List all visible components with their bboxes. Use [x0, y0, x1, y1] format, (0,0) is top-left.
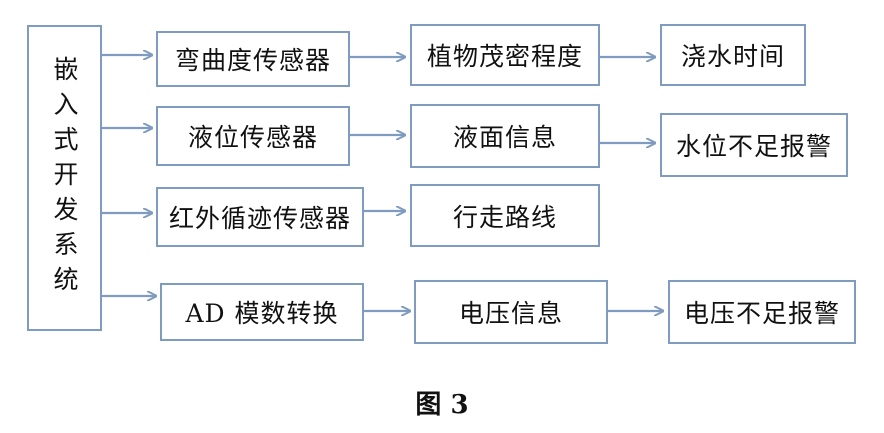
figure-caption: 图 3: [415, 390, 469, 420]
node-walking-route: 行走路线: [410, 184, 600, 247]
node-water-alarm: 水位不足报警: [660, 113, 848, 177]
node-ir-tracking-sensor: 红外循迹传感器: [156, 187, 364, 247]
node-ad-conversion: AD 模数转换: [160, 283, 364, 341]
root-box: 嵌入式开发系统: [27, 25, 102, 331]
node-plant-density: 植物茂密程度: [410, 24, 600, 86]
node-watering-time: 浇水时间: [660, 24, 806, 86]
node-level-sensor: 液位传感器: [156, 106, 350, 166]
node-voltage-info: 电压信息: [414, 280, 608, 344]
node-liquid-surface: 液面信息: [410, 104, 600, 168]
node-bend-sensor: 弯曲度传感器: [156, 31, 350, 87]
root-label: 嵌入式开发系统: [50, 55, 79, 301]
node-voltage-alarm: 电压不足报警: [668, 280, 856, 344]
